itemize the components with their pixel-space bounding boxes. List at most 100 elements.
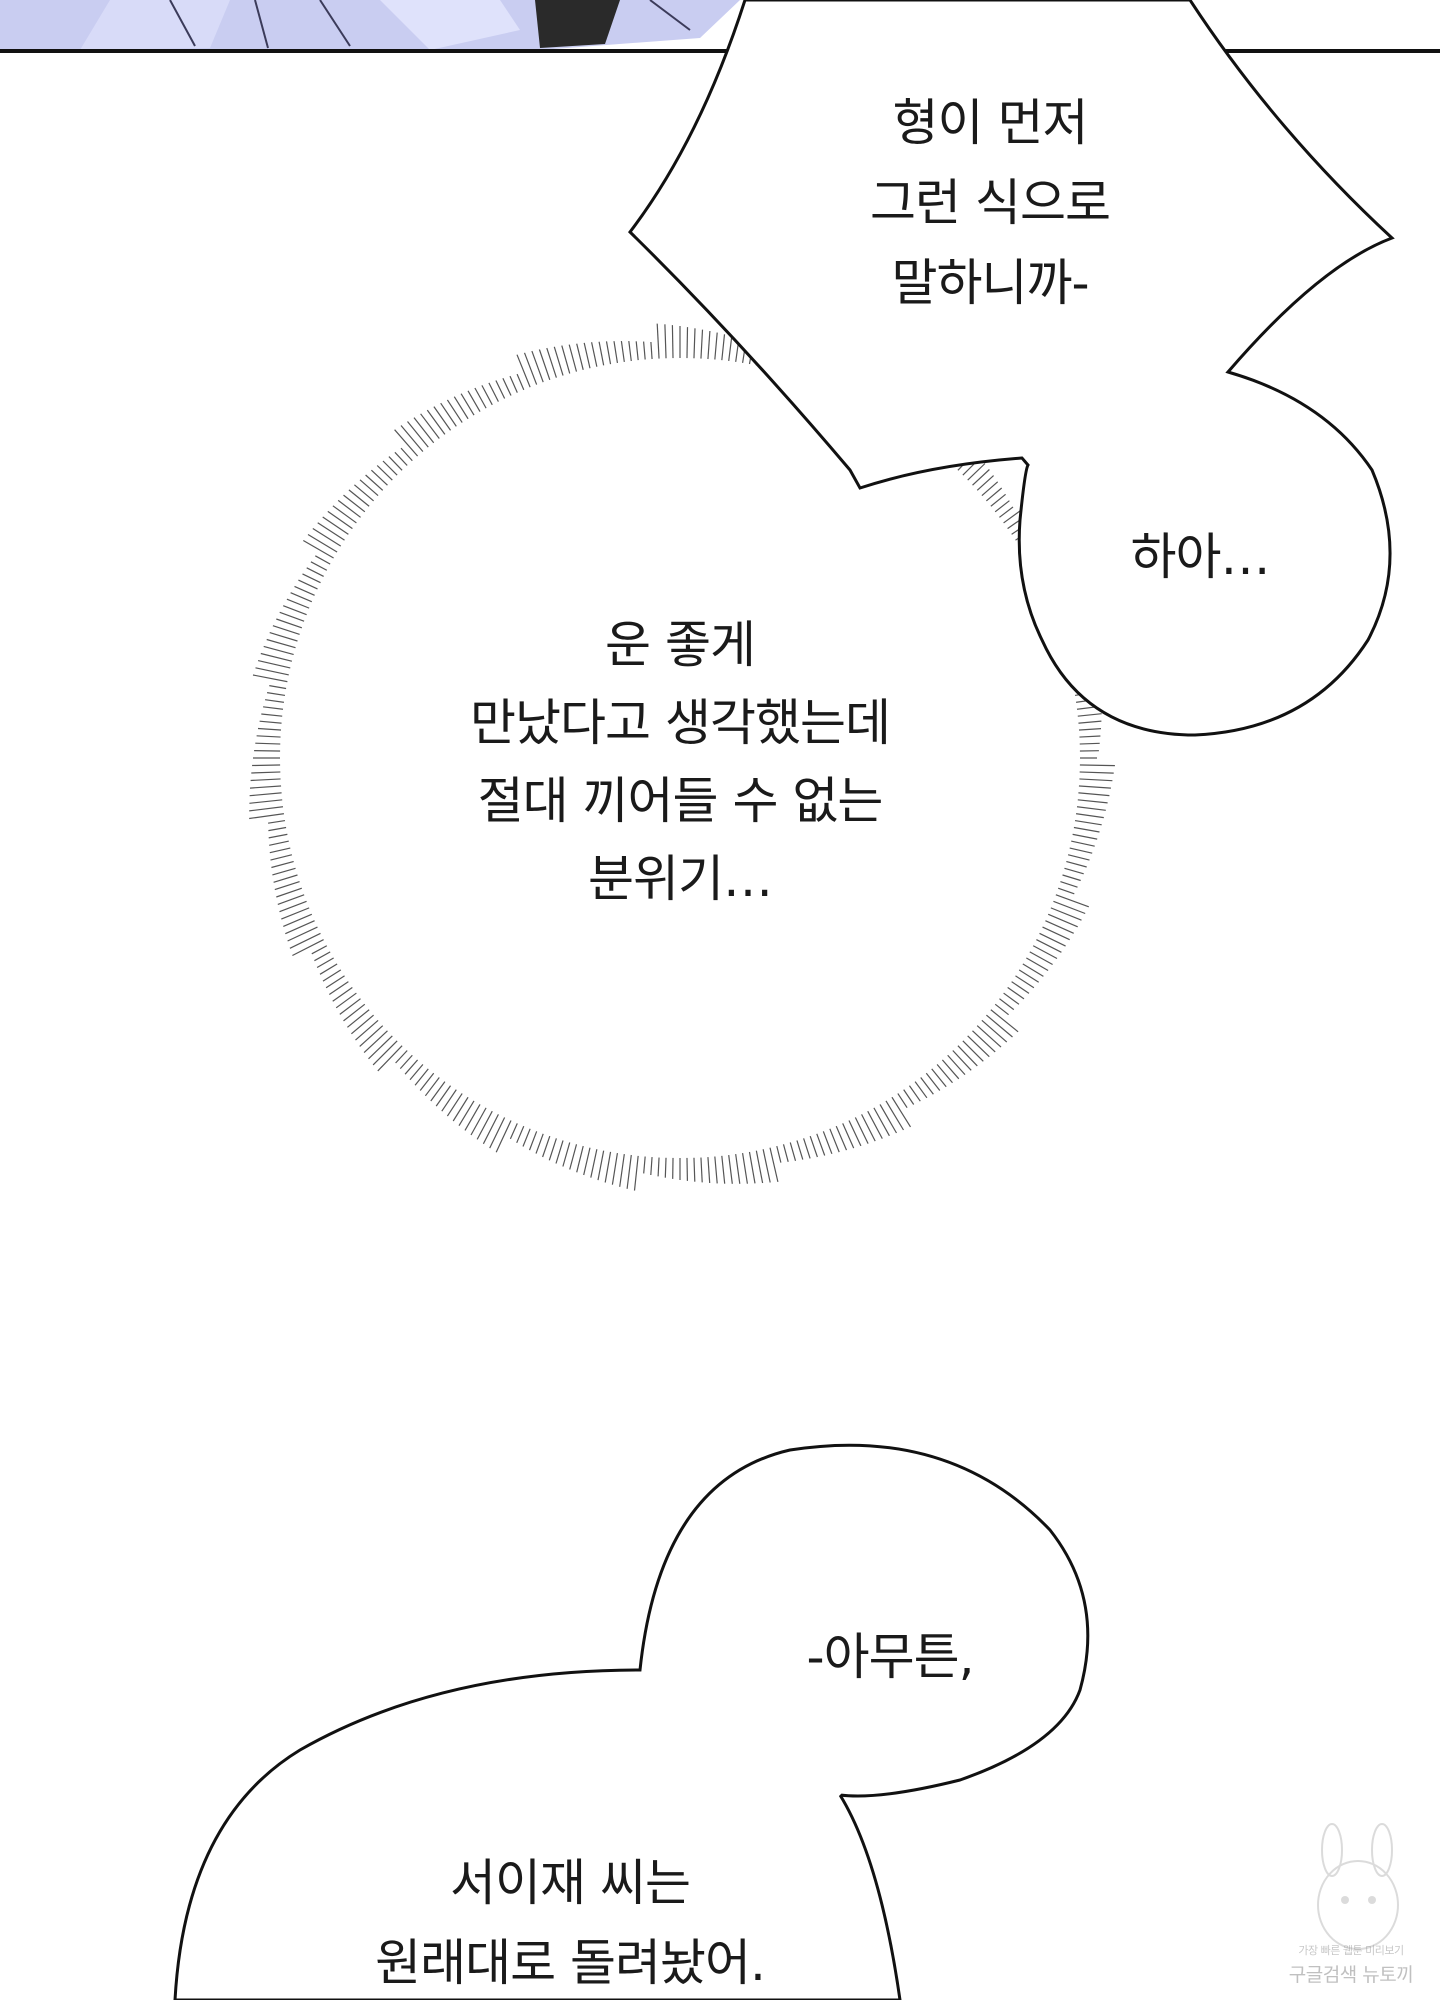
thought-spike [368, 1031, 397, 1060]
thought-spike [982, 1011, 1013, 1038]
thought-spike [283, 911, 317, 927]
thought-spike [343, 1000, 370, 1022]
thought-spike [260, 652, 297, 663]
watermark-big-text: 구글검색 뉴토끼 [1288, 1964, 1414, 1986]
thought-spike [531, 350, 546, 388]
thought-spike [953, 1041, 978, 1067]
thought-spike [1073, 785, 1111, 789]
thought-spike [307, 533, 342, 556]
thought-spike [713, 332, 718, 365]
thought-spike [359, 1021, 387, 1047]
thought-spike [590, 1144, 599, 1178]
thought-spike [1073, 791, 1110, 797]
thought-spike [864, 1106, 883, 1139]
thought-spike [943, 1051, 966, 1076]
thought-spike [1043, 911, 1078, 928]
thought-spike [1071, 812, 1104, 819]
thought-spike [394, 429, 422, 461]
thought-spike [852, 1112, 869, 1144]
thought-spike [973, 1021, 1002, 1048]
thought-bubble [249, 323, 1115, 1191]
thought-spike [433, 406, 454, 435]
thought-spike [700, 1152, 703, 1183]
thought-spike [870, 1103, 890, 1137]
thought-line-4: 분위기… [588, 850, 773, 908]
thought-spike [700, 329, 704, 364]
thought-spike [464, 1099, 484, 1131]
thought-spike [272, 625, 305, 637]
thought-spike [470, 1103, 490, 1136]
thought-spike [249, 805, 288, 812]
thought-spike [1021, 954, 1049, 972]
thought-spike [249, 791, 287, 797]
thought-spike [453, 396, 472, 424]
watermark: 가장 빠른 웹툰 미리보기 구글검색 뉴토끼 [1276, 1822, 1426, 1992]
thought-spike [516, 354, 533, 393]
thought-spike [347, 1006, 374, 1028]
thought-spike [249, 785, 287, 789]
thought-spike [619, 1149, 626, 1187]
thought-spike [335, 989, 361, 1009]
thought-spike [576, 1141, 585, 1173]
thought-spike [348, 489, 374, 510]
thought-spike [255, 667, 294, 677]
thought-spike [569, 1139, 579, 1170]
thought-spike [355, 1016, 383, 1041]
thought-spike [407, 421, 432, 452]
thought-spike [332, 505, 361, 527]
thought-spike [553, 346, 566, 381]
thought-spike [656, 323, 660, 364]
thought-spike [317, 522, 350, 544]
thought-line-2: 만났다고 생각했는데 [470, 694, 891, 752]
thought-spike [707, 330, 711, 365]
thought-spike [888, 1092, 912, 1128]
thought-spike [252, 764, 286, 767]
thought-spike [968, 1026, 996, 1053]
thought-spike [1028, 942, 1058, 960]
thought-spike [292, 936, 329, 957]
thought-spike [568, 344, 579, 377]
thought-spike [269, 632, 303, 644]
thought-spike [1048, 899, 1086, 915]
thought-spike [377, 1041, 407, 1072]
thought-spike [327, 510, 357, 532]
thought-spike [761, 1144, 771, 1183]
thought-spike [671, 325, 674, 364]
thought-spike [734, 1149, 741, 1184]
thought-line-1: 운 좋게 [605, 616, 756, 674]
thought-spike [948, 1046, 972, 1071]
thought-spike [840, 1118, 855, 1149]
thought-spike [489, 1112, 508, 1149]
thought-spike [458, 1096, 478, 1127]
thought-spike [249, 812, 289, 820]
thought-spike [322, 516, 353, 538]
speech-top-line-2: 그런 식으로 [870, 174, 1111, 232]
thought-spike [435, 1081, 454, 1107]
thought-spike [1074, 778, 1113, 782]
thought-spike [413, 417, 438, 448]
thought-spike [452, 1092, 472, 1122]
speech-small-line-1: 하아… [1130, 528, 1271, 586]
thought-spike [583, 1142, 592, 1176]
thought-spike [482, 1109, 502, 1145]
thought-spike [252, 674, 293, 684]
watermark-mascot [1317, 1823, 1399, 1950]
thought-spike [876, 1099, 898, 1134]
thought-spike [1072, 805, 1106, 811]
speech-bubble-bottom [173, 1443, 1090, 2000]
thought-spike [963, 1031, 990, 1058]
thought-spike [426, 409, 449, 439]
thought-spike [1068, 826, 1100, 833]
thought-spike [250, 778, 286, 782]
thought-spike [476, 1106, 496, 1140]
thought-spike [339, 995, 365, 1015]
thought-spike [523, 352, 539, 390]
thought-spike [727, 336, 733, 366]
thought-spike [287, 924, 323, 942]
top-panel [0, 0, 740, 53]
thought-spike [1070, 819, 1102, 826]
thought-spike [707, 1151, 711, 1184]
thought-spike [337, 499, 365, 521]
thought-spike [279, 899, 312, 913]
thought-spike [446, 399, 466, 428]
